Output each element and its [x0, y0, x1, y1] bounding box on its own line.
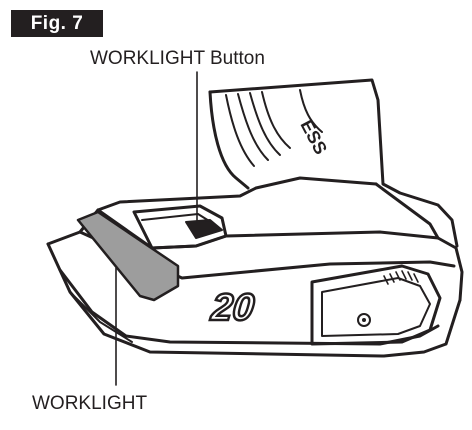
voltage-mark: 20 — [208, 287, 256, 329]
base-top-back — [374, 182, 440, 240]
worklight-lens — [76, 210, 180, 302]
handle-outline — [208, 78, 459, 248]
grip-ridge-4 — [261, 91, 291, 149]
grip-rear-edge — [299, 89, 323, 133]
handle-lettering: ESS — [296, 116, 331, 157]
screw-hole-core — [362, 318, 366, 322]
screw-hole — [357, 313, 371, 327]
latch-lines — [383, 270, 419, 285]
worklight-button-callout: WORKLIGHT Button — [90, 48, 265, 69]
base-side-rail — [46, 230, 456, 280]
terminal-panel-inner — [321, 277, 431, 337]
terminal-panel — [310, 264, 442, 346]
base-foot — [58, 268, 440, 346]
base-top-outline — [96, 176, 378, 212]
worklight-button — [185, 219, 223, 239]
figure-label: Fig. 7 — [11, 10, 103, 37]
grip-ridge-3 — [249, 92, 281, 156]
handle-left-edge — [208, 90, 250, 190]
grip-ridge-2 — [237, 93, 269, 161]
worklight-callout: WORKLIGHT — [32, 393, 148, 414]
base-bottom-edge — [69, 291, 133, 343]
grip-ridge-1 — [225, 94, 255, 167]
